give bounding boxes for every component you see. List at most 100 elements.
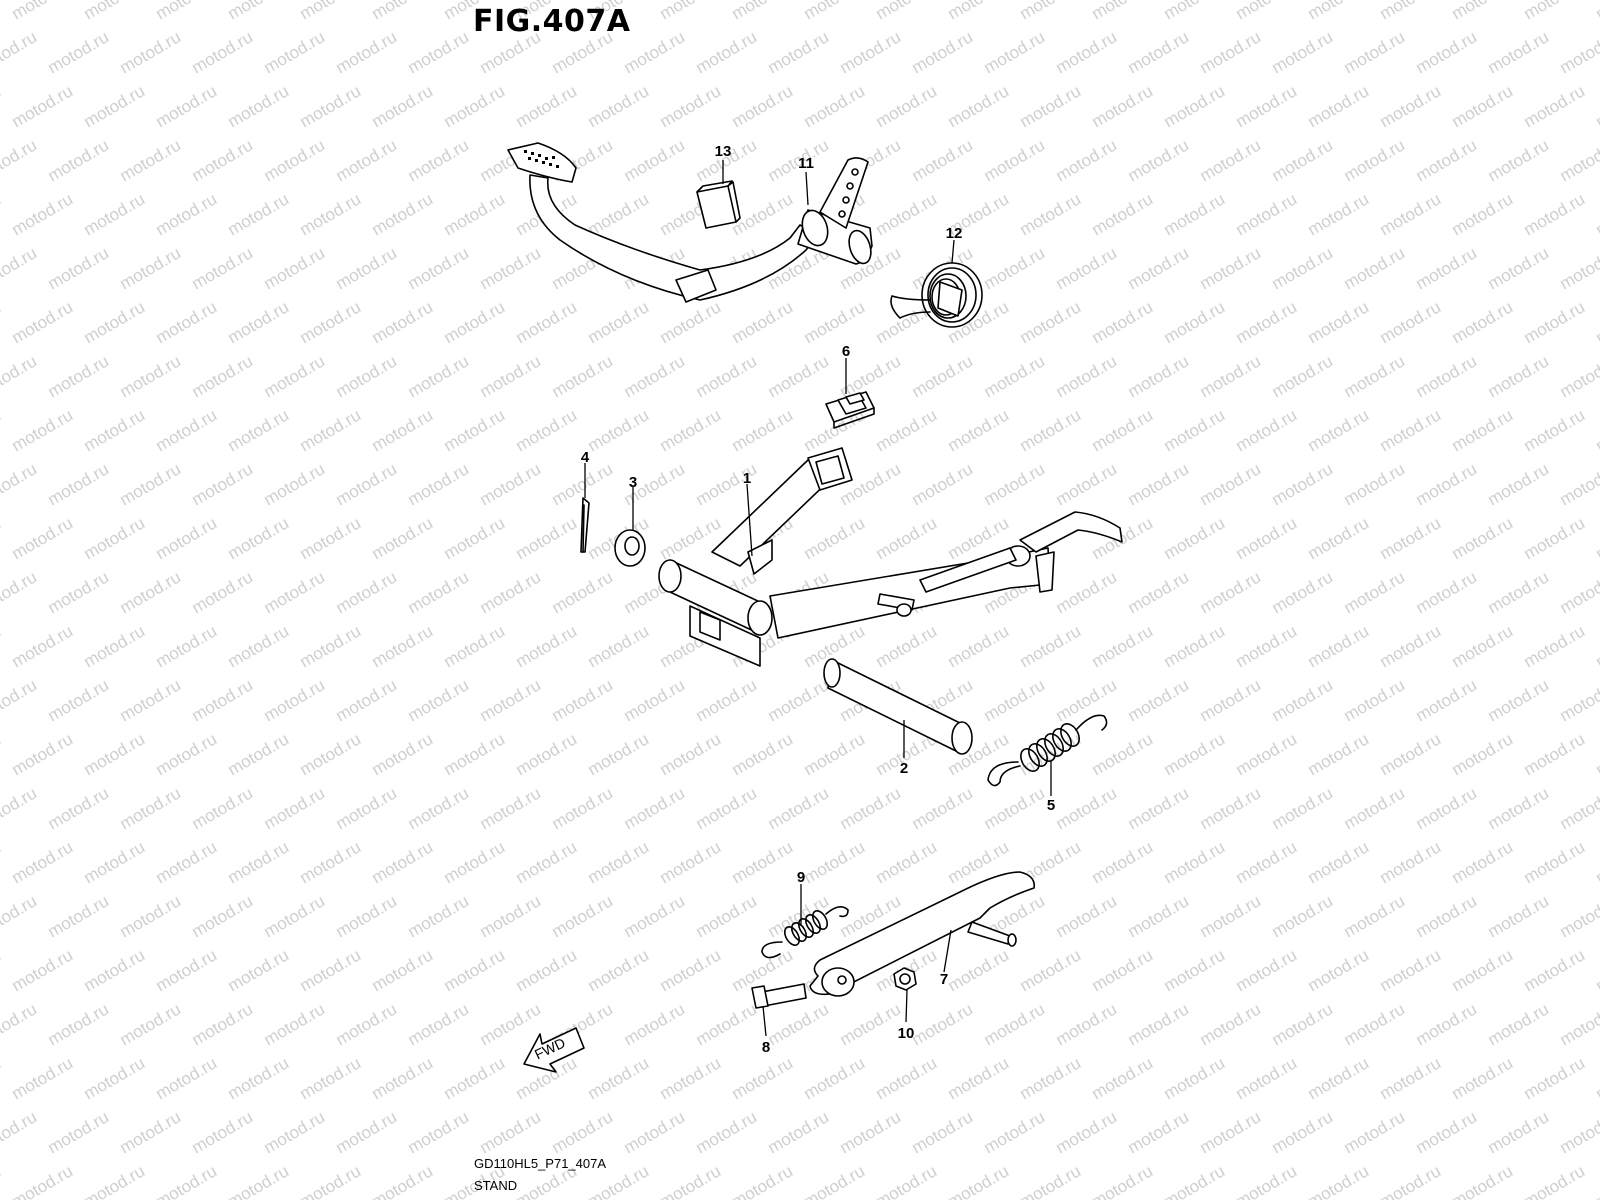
watermark-text: motod.ru [1161,405,1229,455]
watermark-text: motod.ru [945,621,1013,671]
figure-title: FIG.407A [473,4,631,39]
watermark-text: motod.ru [981,783,1049,833]
watermark-text: motod.ru [81,837,149,887]
watermark-text: motod.ru [45,1107,113,1157]
watermark-text: motod.ru [693,891,761,941]
watermark-text: motod.ru [981,135,1049,185]
watermark-text: motod.ru [1449,945,1517,995]
watermark-text: motod.ru [0,837,4,887]
watermark-text: motod.ru [261,135,329,185]
watermark-text: motod.ru [981,675,1049,725]
watermark-text: motod.ru [297,945,365,995]
watermark-text: motod.ru [1557,135,1600,185]
watermark-text: motod.ru [477,891,545,941]
watermark-text: motod.ru [693,27,761,77]
watermark-text: motod.ru [297,189,365,239]
watermark-text: motod.ru [1089,621,1157,671]
watermark-text: motod.ru [477,351,545,401]
watermark-text: motod.ru [657,1161,725,1200]
watermark-text: motod.ru [1017,405,1085,455]
watermark-text: motod.ru [1233,513,1301,563]
watermark-text: motod.ru [981,999,1049,1049]
watermark-text: motod.ru [1017,945,1085,995]
watermark-text: motod.ru [441,621,509,671]
watermark-text: motod.ru [1233,837,1301,887]
watermark-text: motod.ru [1053,999,1121,1049]
watermark-text: motod.ru [1485,243,1553,293]
watermark-text: motod.ru [513,729,581,779]
watermark-text: motod.ru [513,405,581,455]
watermark-text: motod.ru [297,81,365,131]
watermark-text: motod.ru [1305,729,1373,779]
watermark-text: motod.ru [801,1161,869,1200]
watermark-text: motod.ru [1449,189,1517,239]
watermark-text: motod.ru [0,675,40,725]
watermark-text: motod.ru [1125,135,1193,185]
watermark-text: motod.ru [153,621,221,671]
watermark-text: motod.ru [369,0,437,23]
watermark-text: motod.ru [1377,1161,1445,1200]
watermark-text: motod.ru [369,945,437,995]
watermark-text: motod.ru [1089,0,1157,23]
watermark-text: motod.ru [333,783,401,833]
watermark-text: motod.ru [1521,945,1589,995]
watermark-text: motod.ru [81,297,149,347]
watermark-text: motod.ru [189,351,257,401]
watermark-text: motod.ru [549,1107,617,1157]
watermark-text: motod.ru [1341,1107,1409,1157]
watermark-text: motod.ru [1413,351,1481,401]
watermark-text: motod.ru [1377,945,1445,995]
watermark-text: motod.ru [585,837,653,887]
watermark-text: motod.ru [1125,459,1193,509]
watermark-text: motod.ru [981,351,1049,401]
watermark-text: motod.ru [1413,27,1481,77]
watermark-text: motod.ru [1449,621,1517,671]
return-spring-part-12 [890,262,983,328]
watermark-text: motod.ru [729,0,797,23]
nut-part-10 [893,967,917,991]
watermark-text: motod.ru [1485,891,1553,941]
watermark-text: motod.ru [333,1107,401,1157]
watermark-text: motod.ru [1053,135,1121,185]
watermark-text: motod.ru [621,675,689,725]
watermark-text: motod.ru [909,459,977,509]
watermark-text: motod.ru [765,675,833,725]
watermark-text: motod.ru [1449,1161,1517,1200]
watermark-text: motod.ru [1413,999,1481,1049]
watermark-text: motod.ru [405,135,473,185]
watermark-text: motod.ru [405,567,473,617]
figure-code: GD110HL5_P71_407A [474,1156,607,1171]
watermark-text: motod.ru [1377,729,1445,779]
watermark-text: motod.ru [153,81,221,131]
watermark-text: motod.ru [1053,243,1121,293]
watermark-text: motod.ru [909,27,977,77]
watermark-text: motod.ru [1413,1107,1481,1157]
watermark-text: motod.ru [45,27,113,77]
watermark-text: motod.ru [621,891,689,941]
watermark-text: motod.ru [1521,621,1589,671]
watermark-text: motod.ru [477,567,545,617]
watermark-text: motod.ru [0,621,4,671]
watermark-text: motod.ru [729,1161,797,1200]
watermark-text: motod.ru [585,729,653,779]
watermark-text: motod.ru [225,513,293,563]
watermark-text: motod.ru [1305,189,1373,239]
watermark-text: motod.ru [1521,81,1589,131]
watermark-text: motod.ru [1521,297,1589,347]
watermark-text: motod.ru [585,1053,653,1103]
watermark-text: motod.ru [1521,0,1589,23]
watermark-text: motod.ru [1269,1107,1337,1157]
watermark-text: motod.ru [405,351,473,401]
watermark-text: motod.ru [0,891,40,941]
watermark-text: motod.ru [1557,1107,1600,1157]
watermark-text: motod.ru [585,297,653,347]
watermark-text: motod.ru [549,891,617,941]
watermark-text: motod.ru [1413,891,1481,941]
watermark-text: motod.ru [1017,1161,1085,1200]
watermark-text: motod.ru [81,1161,149,1200]
watermark-text: motod.ru [153,0,221,23]
watermark-text: motod.ru [0,459,40,509]
watermark-text: motod.ru [549,675,617,725]
watermark-text: motod.ru [81,1053,149,1103]
watermark-text: motod.ru [1485,999,1553,1049]
